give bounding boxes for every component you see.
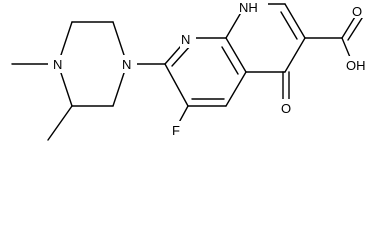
bond <box>221 46 239 75</box>
bond <box>164 63 189 107</box>
bond <box>225 37 247 73</box>
carboxyl-group <box>304 11 365 63</box>
hydroxyl-label: OH <box>346 58 366 73</box>
piperazine-n-methyl-label: N <box>53 57 62 72</box>
bond <box>171 44 192 67</box>
left-ring <box>164 37 247 129</box>
piperazine-n-aryl-label: N <box>122 57 131 72</box>
atom-labels: N N N NH O OH O F <box>48 0 375 139</box>
bond <box>225 71 247 107</box>
molecule-structure: N N N NH O OH O F <box>11 0 375 141</box>
molecule-canvas: N N N NH O OH O F <box>11 0 375 141</box>
bond <box>284 37 306 73</box>
bond <box>47 105 73 141</box>
nh-label: NH <box>239 0 258 15</box>
bond <box>280 11 298 40</box>
fluorine-label: F <box>172 123 180 138</box>
bond <box>347 14 365 41</box>
bond <box>284 3 306 39</box>
piperazine-ring <box>11 21 128 141</box>
pyridine-n-label: N <box>181 32 190 47</box>
carboxyl-oxygen-label: O <box>352 4 362 19</box>
ketone-oxygen-label: O <box>281 101 291 116</box>
